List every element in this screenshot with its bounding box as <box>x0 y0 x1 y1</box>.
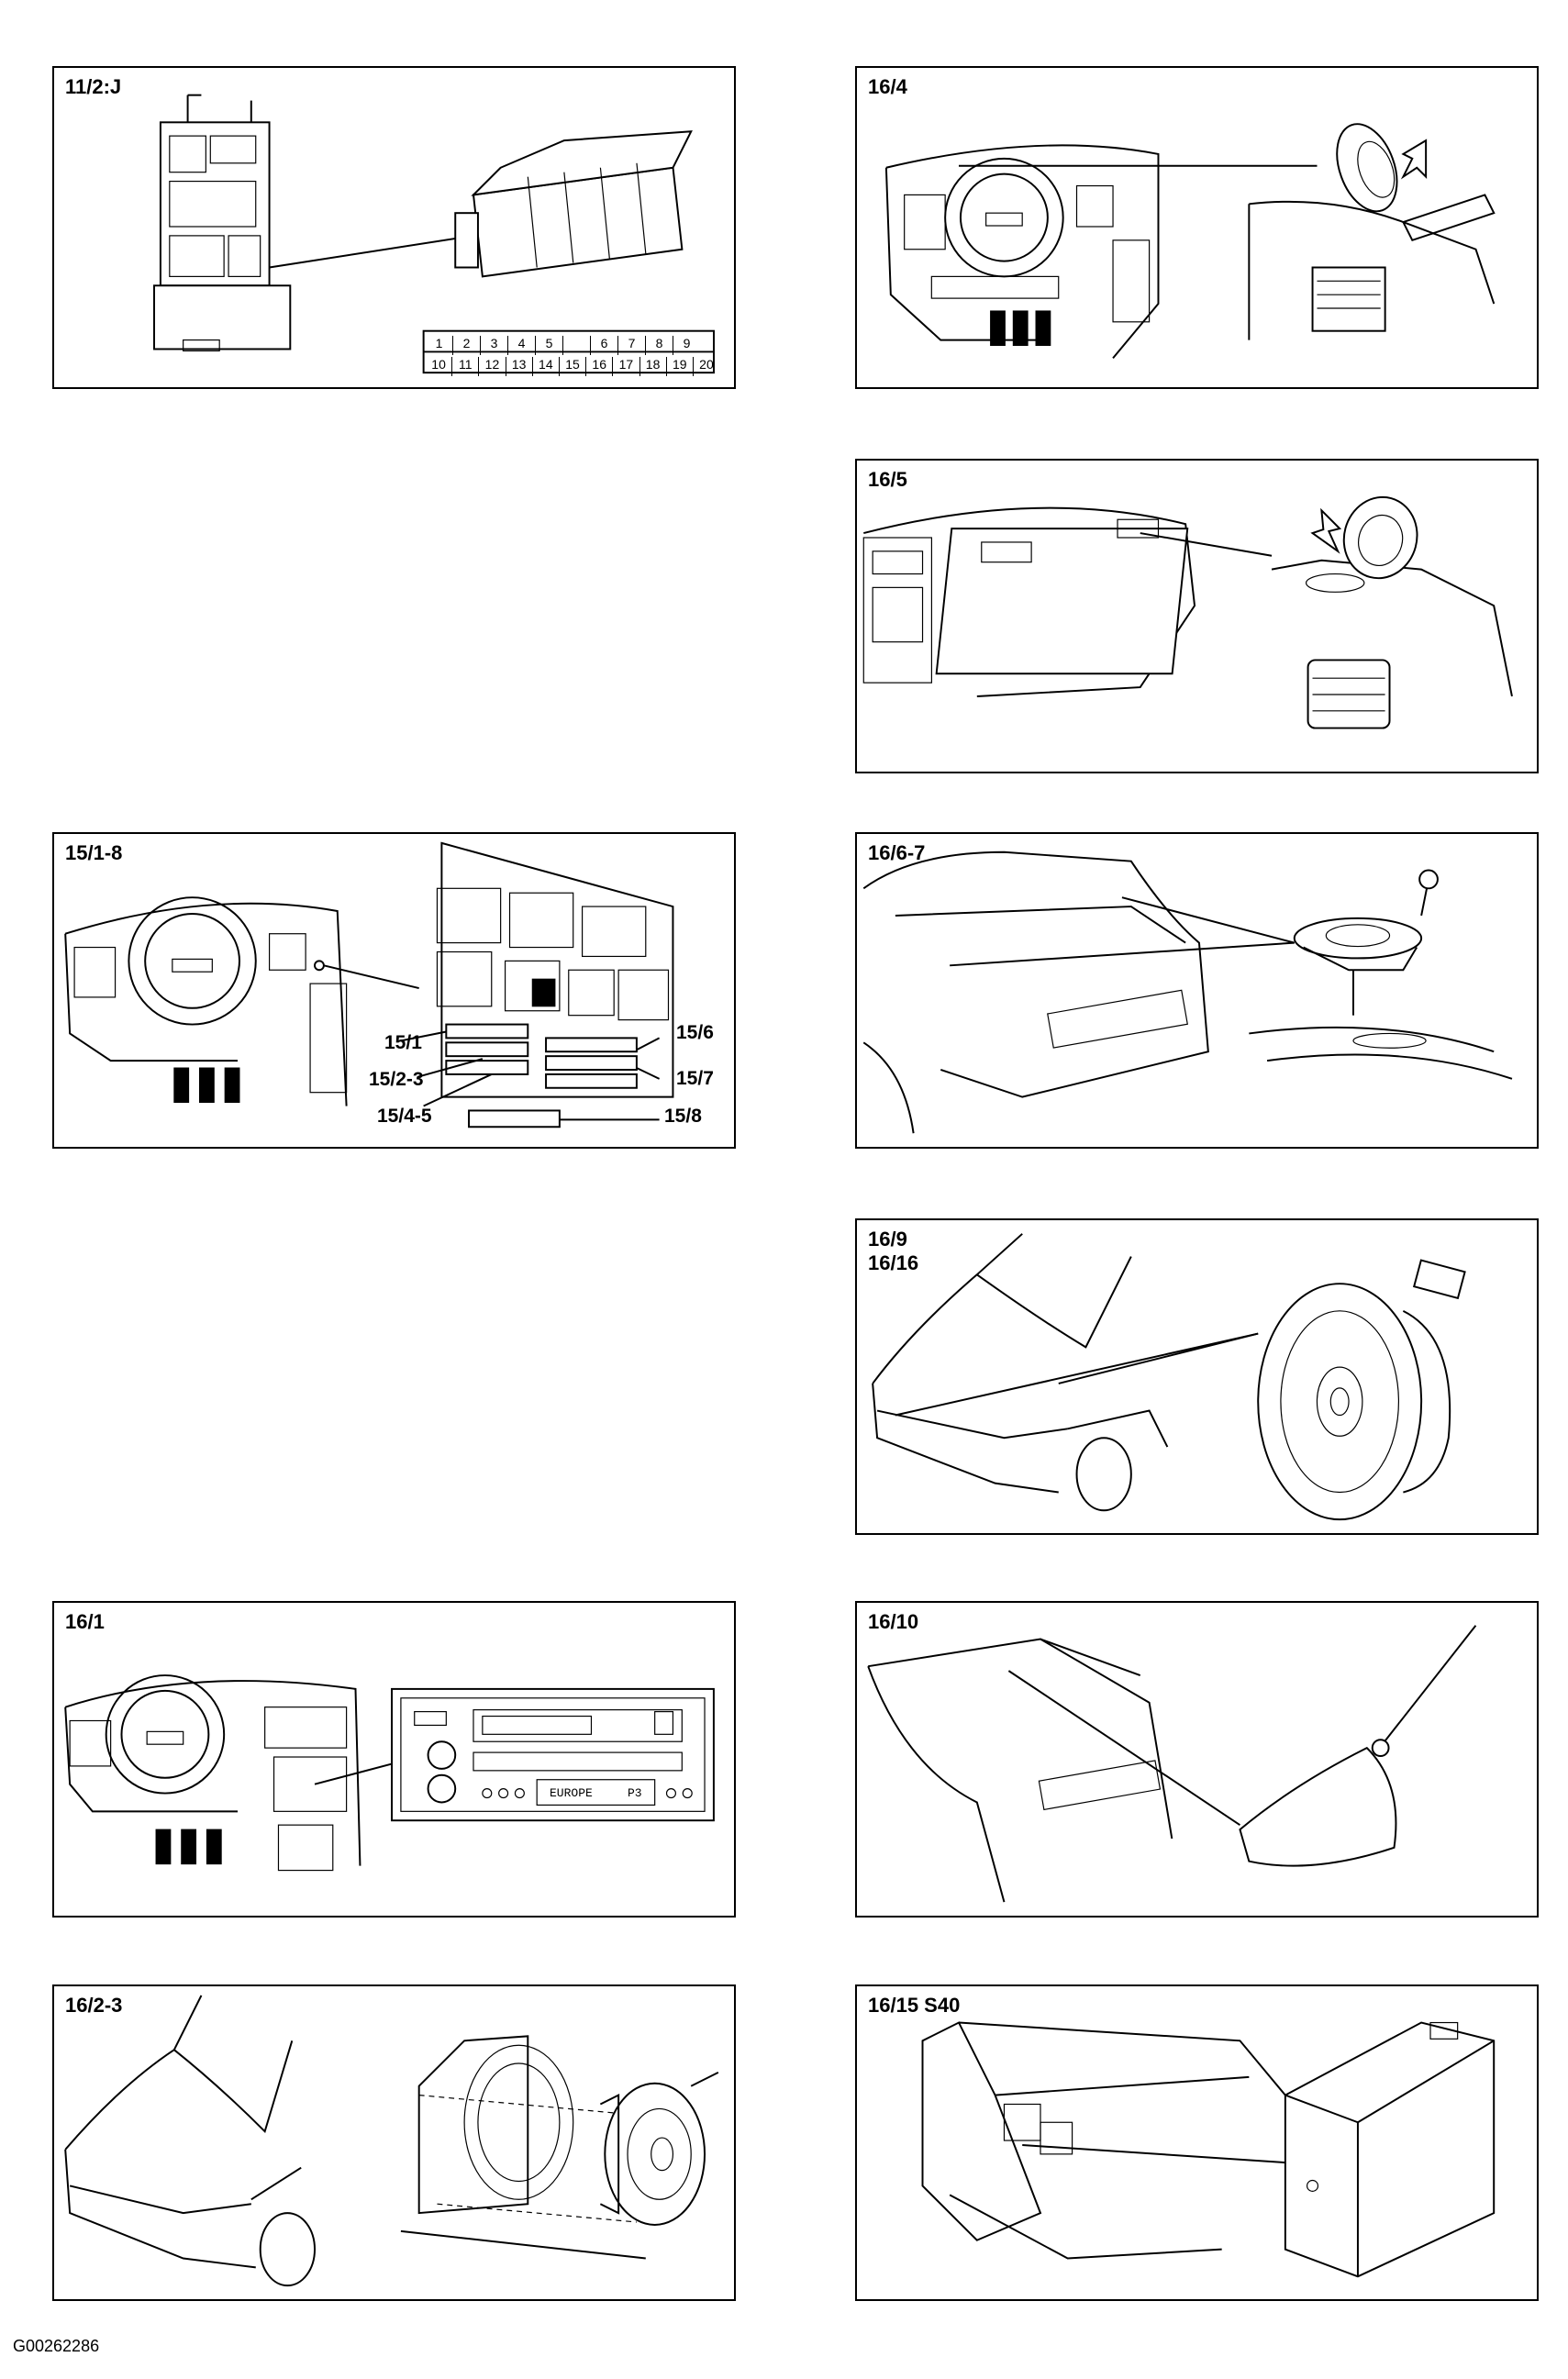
panel-label: 16/1 <box>65 1610 105 1633</box>
pin-label: 2 <box>453 336 481 355</box>
fuse-relay-box <box>400 841 674 1128</box>
connector-housing <box>454 130 693 278</box>
pin-label: 12 <box>479 357 506 376</box>
dashboard-drawing <box>884 144 1318 359</box>
pin-label: 1 <box>426 336 453 355</box>
pin-row-top: 1 2 3 4 5 6 7 8 9 <box>426 336 719 355</box>
panel-16-1: 16/1 <box>52 1601 736 1918</box>
panel-label: 16/10 <box>868 1610 919 1633</box>
tweeter-speaker <box>1248 123 1496 340</box>
control-module-unit <box>153 94 474 352</box>
panel-label: 16/6-7 <box>868 841 926 864</box>
panel-15-1-8: 15/1-8 <box>52 832 736 1149</box>
panel-16-6-7: 16/6-7 <box>855 832 1539 1149</box>
pin-label: 3 <box>481 336 508 355</box>
pin-label: 13 <box>506 357 533 376</box>
car-front-drawing <box>872 1233 1259 1512</box>
front-door-speaker-illustration <box>872 1233 1466 1521</box>
pin-label: 5 <box>536 336 563 355</box>
pin-label: 8 <box>646 336 673 355</box>
pin-label: 15 <box>560 357 587 376</box>
panel-16-15-s40: 16/15 S40 <box>855 1984 1539 2301</box>
rear-speaker <box>1249 869 1513 1080</box>
door-speaker-mount <box>400 2035 719 2260</box>
panel-16-4: 16/4 <box>855 66 1539 389</box>
panel-label: 15/1-8 <box>65 841 123 864</box>
fuse-callout-15-7: 15/7 <box>676 1068 714 1089</box>
radio-display-text: EUROPE <box>550 1786 593 1800</box>
panel-16-5: 16/5 <box>855 459 1539 773</box>
pin-label: 17 <box>613 357 640 376</box>
door-speaker <box>1257 1259 1466 1521</box>
roof-antenna-illustration <box>867 1625 1477 1903</box>
open-trunk-drawing <box>921 2021 1295 2260</box>
panel-16-10: 16/10 <box>855 1601 1539 1918</box>
shark-fin-antenna <box>1239 1625 1477 1867</box>
rear-shelf-speaker-illustration <box>862 850 1513 1134</box>
pin-label: 11 <box>452 357 480 376</box>
pin-label: 9 <box>683 336 691 350</box>
fuse-callout-15-2-3: 15/2-3 <box>369 1069 424 1090</box>
pin-label: 4 <box>508 336 536 355</box>
dashboard-speaker-illustration <box>884 123 1496 359</box>
cd-changer-illustration <box>921 2021 1496 2278</box>
panel-label: 16/15 S40 <box>868 1994 961 2017</box>
fuse-callout-15-8: 15/8 <box>664 1106 702 1127</box>
pin-label: 16 <box>586 357 614 376</box>
radio-display-preset: P3 <box>628 1786 642 1800</box>
pin-label: 20 <box>699 357 714 372</box>
pin-label: 19 <box>667 357 694 376</box>
panel-label: 16/4 <box>868 75 907 98</box>
dashboard-drawing <box>64 1674 402 1872</box>
panel-11-2-j: 11/2:J <box>52 66 736 389</box>
pin-label: 6 <box>590 336 618 355</box>
front-door-bass-speaker-illustration <box>64 1995 719 2287</box>
figure-code: G00262286 <box>13 2337 100 2355</box>
pin-row-bottom: 10 11 12 13 14 15 16 17 18 19 20 <box>426 357 719 376</box>
pin-label: 18 <box>640 357 667 376</box>
car-rear-drawing <box>867 1638 1240 1903</box>
tweeter-speaker <box>1271 495 1513 729</box>
control-module-illustration <box>153 94 715 374</box>
passenger-dash-speaker-illustration <box>862 495 1513 729</box>
panel-label: 16/5 <box>868 468 907 491</box>
pin-label: 10 <box>426 357 453 376</box>
radio-unit <box>391 1687 715 1822</box>
fuse-callout-15-1: 15/1 <box>384 1032 422 1053</box>
car-front-drawing <box>64 1995 317 2287</box>
dashboard-drawing <box>862 506 1273 697</box>
pin-label: 7 <box>618 336 646 355</box>
panel-label: 16/2-3 <box>65 1994 123 2017</box>
radio-illustration <box>64 1674 715 1872</box>
panel-16-9-16-16: 16/9 16/16 <box>855 1218 1539 1535</box>
fuse-box-illustration <box>64 841 674 1128</box>
car-rear-drawing <box>862 850 1296 1134</box>
pin-table <box>422 329 715 374</box>
dashboard-drawing <box>64 896 419 1106</box>
pin-label: 14 <box>533 357 560 376</box>
fuse-callout-15-6: 15/6 <box>676 1022 714 1043</box>
panel-label: 16/9 16/16 <box>868 1228 919 1274</box>
panel-16-2-3: 16/2-3 <box>52 1984 736 2301</box>
cd-changer-unit <box>1284 2021 1496 2278</box>
fuse-callout-15-4-5: 15/4-5 <box>377 1106 432 1127</box>
panel-label: 11/2:J <box>65 75 122 98</box>
